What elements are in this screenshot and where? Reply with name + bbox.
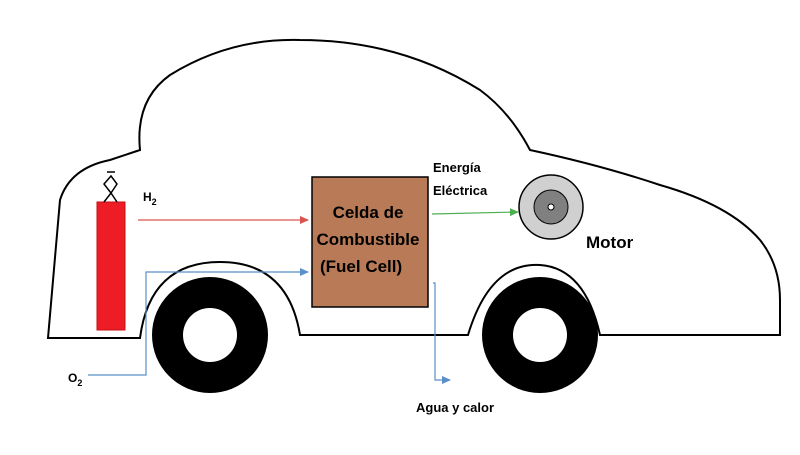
energy-label-line1: Energía — [433, 160, 481, 175]
fuel-cell-box — [311, 176, 429, 308]
front-wheel — [482, 277, 598, 393]
rear-wheel — [152, 277, 268, 393]
motor-label: Motor — [586, 233, 634, 252]
fuel-cell-label-line3: (Fuel Cell) — [320, 257, 402, 276]
fuel-cell-label-line1: Celda de — [333, 203, 404, 222]
fuel-cell-label-line2: Combustible — [317, 230, 420, 249]
motor-icon — [518, 174, 584, 240]
oxygen-arrow — [88, 268, 309, 376]
energy-arrow — [431, 208, 519, 217]
oxygen-label: O2 — [68, 371, 82, 388]
car-body-outline — [46, 38, 781, 339]
energy-label-line2: Eléctrica — [433, 183, 488, 198]
hydrogen-tank — [96, 171, 126, 331]
hydrogen-label: H2 — [143, 190, 157, 207]
output-label: Agua y calor — [416, 400, 494, 415]
water-heat-arrow — [433, 282, 451, 384]
tank-valve-icon — [103, 171, 118, 203]
